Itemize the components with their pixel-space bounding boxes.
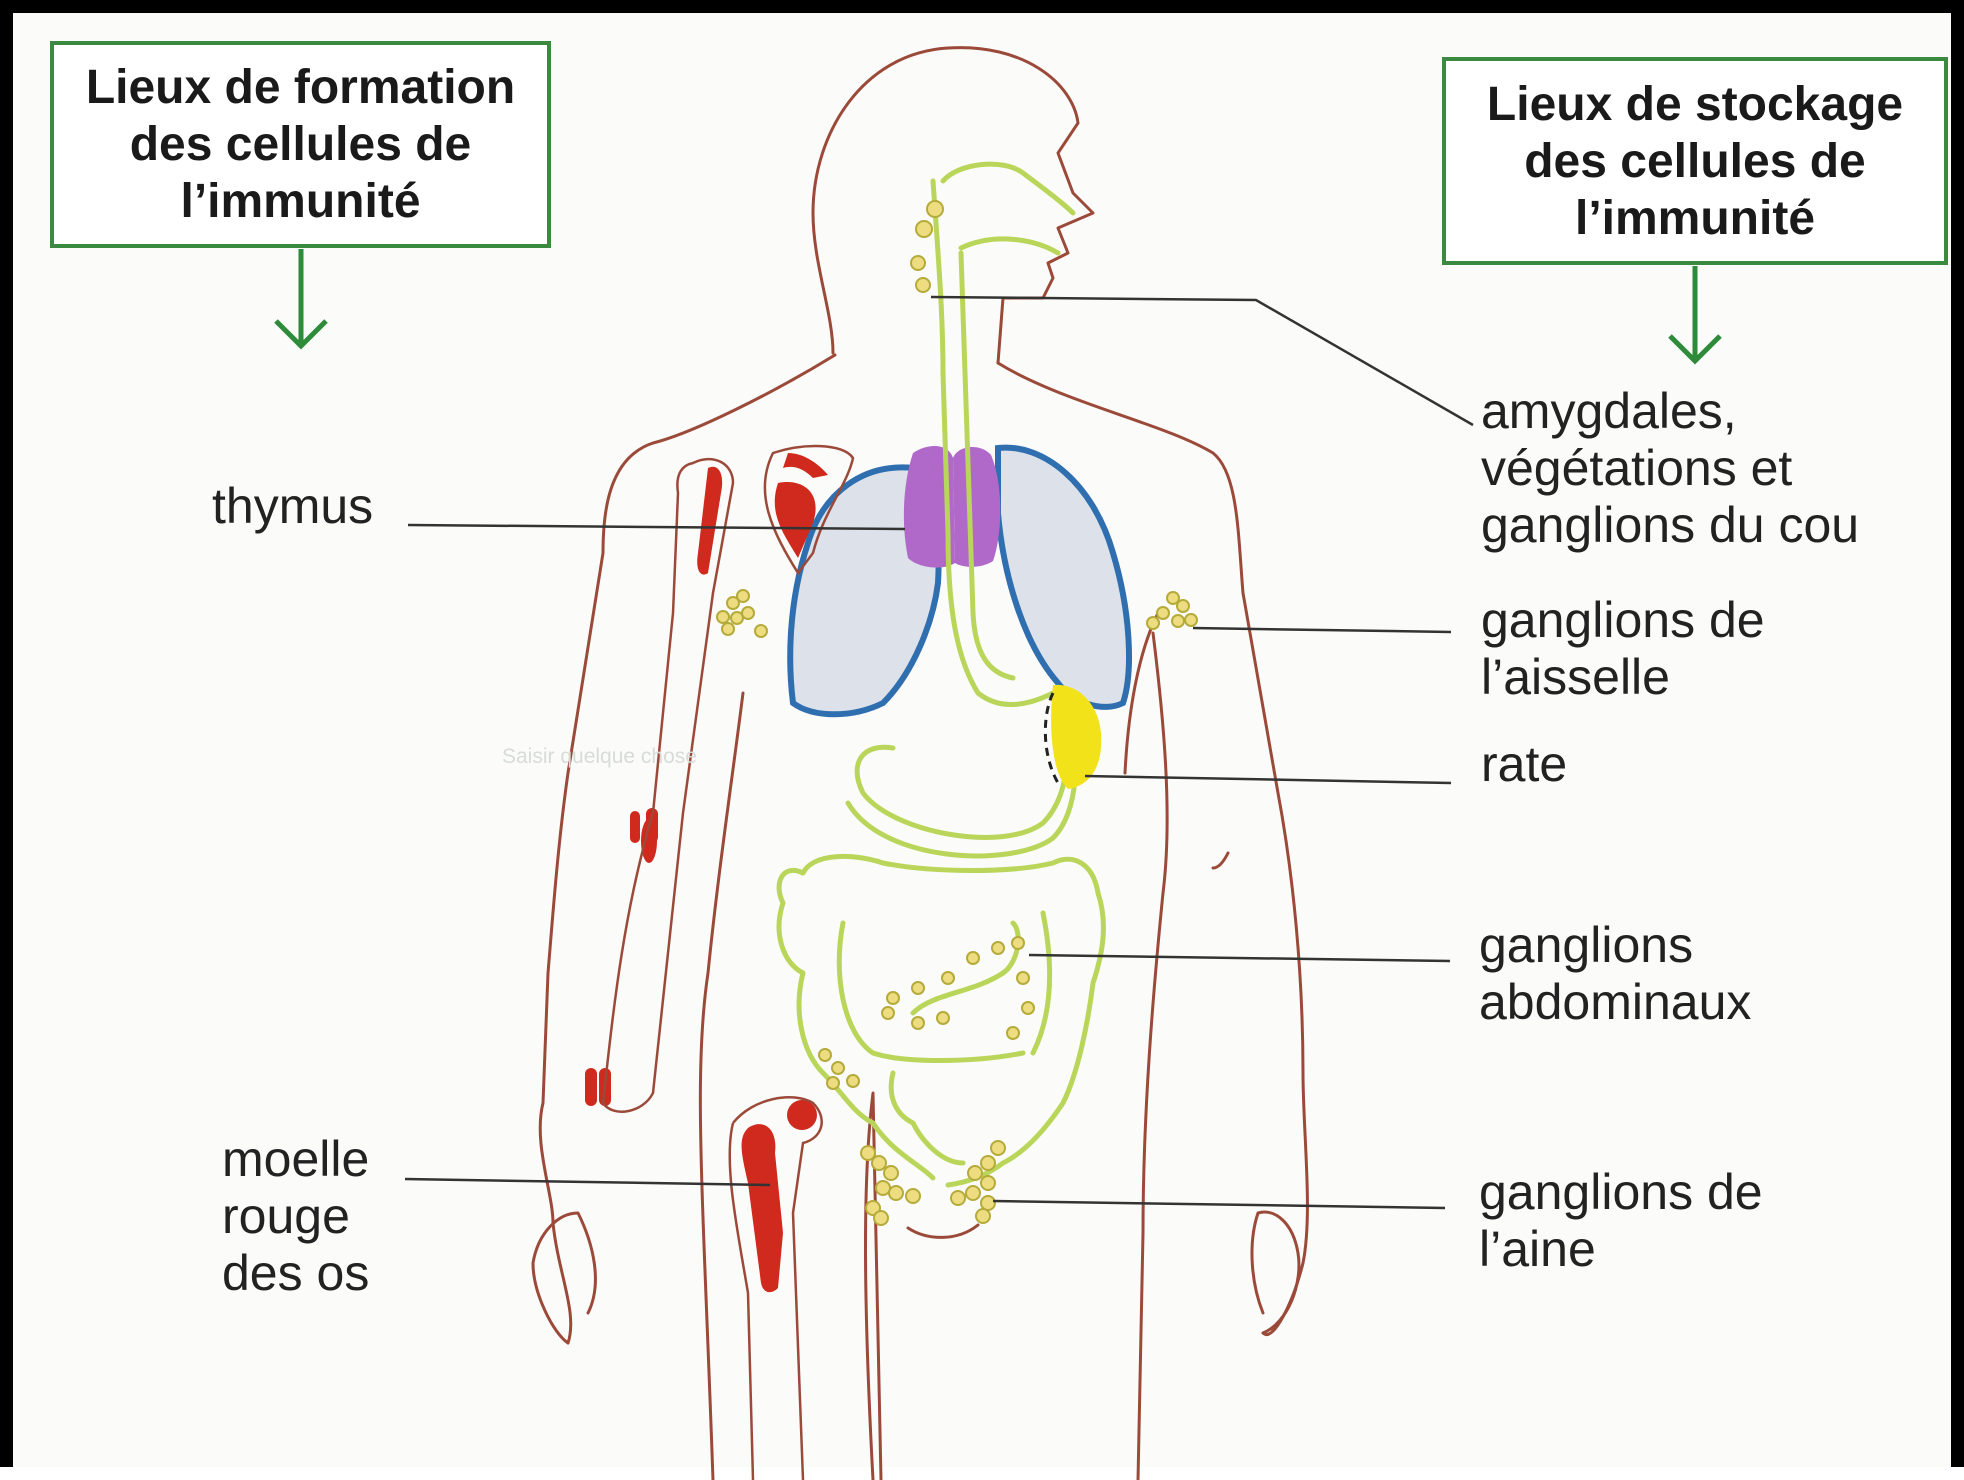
leader-aine: [993, 1201, 1445, 1208]
arrow-right: [1670, 266, 1720, 361]
header-stockage-box: Lieux de stockage des cellules de l’immu…: [1442, 57, 1948, 265]
thymus-organ: [904, 446, 1000, 568]
label-ganglions-aisselle: ganglions de l’aisselle: [1481, 592, 1765, 706]
lymph-nodes: [717, 201, 1197, 1225]
label-amygdales: amygdales, végétations et ganglions du c…: [1481, 383, 1859, 554]
label-thymus: thymus: [212, 478, 373, 535]
arrow-left: [276, 249, 326, 346]
leader-abdominaux: [1029, 955, 1450, 961]
header-stockage-text: Lieux de stockage des cellules de l’immu…: [1487, 76, 1903, 247]
leader-rate: [1085, 776, 1451, 783]
text-input-placeholder[interactable]: Saisir quelque chose: [502, 745, 697, 769]
label-ganglions-abdominaux: ganglions abdominaux: [1479, 917, 1751, 1031]
leader-moelle: [405, 1179, 770, 1185]
header-formation-text: Lieux de formation des cellules de l’imm…: [86, 59, 515, 230]
header-formation-box: Lieux de formation des cellules de l’imm…: [50, 41, 551, 248]
leader-amygdales: [931, 297, 1473, 425]
label-rate: rate: [1481, 736, 1567, 793]
label-ganglions-aine: ganglions de l’aine: [1479, 1164, 1763, 1278]
leader-aisselle: [1193, 628, 1451, 632]
label-moelle-rouge: moelle rouge des os: [222, 1131, 369, 1302]
